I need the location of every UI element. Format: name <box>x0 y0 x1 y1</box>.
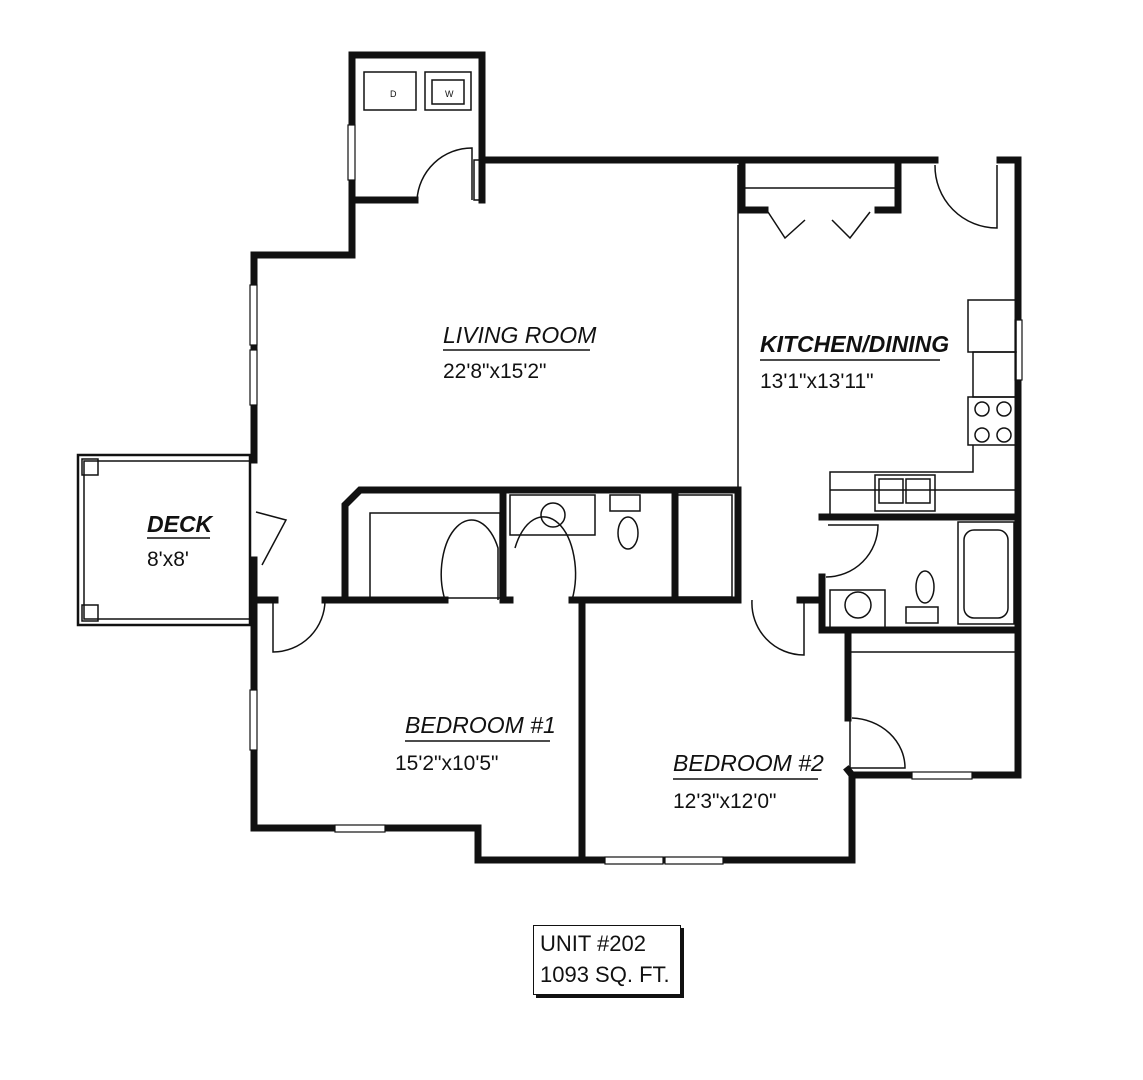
room-labels: LIVING ROOM 22'8"x15'2" KITCHEN/DINING 1… <box>147 322 949 813</box>
interior-walls <box>256 486 1022 864</box>
bedroom1-name: BEDROOM #1 <box>405 712 556 738</box>
bedroom2-size: 12'3"x12'0" <box>673 790 777 813</box>
kitchen-entry-door[interactable] <box>934 164 998 229</box>
bath1-door[interactable] <box>514 516 577 601</box>
unit-number: UNIT #202 <box>540 931 646 956</box>
deck <box>76 453 252 627</box>
closet1-door[interactable] <box>440 519 499 601</box>
living-room-size: 22'8"x15'2" <box>443 360 547 383</box>
laundry-door[interactable] <box>416 147 473 201</box>
kitchen-name: KITCHEN/DINING <box>760 331 949 357</box>
living-room-name: LIVING ROOM <box>443 322 597 348</box>
doors <box>255 511 906 769</box>
laundry: D W <box>363 71 483 201</box>
deck-name: DECK <box>147 511 214 537</box>
bath2-door[interactable] <box>825 524 879 578</box>
windows <box>249 124 1023 865</box>
bedroom1-door[interactable] <box>272 599 326 653</box>
closet2-door[interactable] <box>850 717 906 769</box>
exterior-walls <box>250 51 1022 864</box>
kitchen-fixtures <box>737 161 1017 517</box>
bedroom2-name: BEDROOM #2 <box>673 750 824 776</box>
deck-door[interactable] <box>255 511 288 566</box>
dryer-label: D <box>390 89 397 99</box>
bedroom2-door[interactable] <box>751 599 805 656</box>
bath-fixtures <box>369 494 1015 770</box>
kitchen-size: 13'1"x13'11" <box>760 370 874 393</box>
bedroom1-size: 15'2"x10'5" <box>395 752 499 775</box>
deck-size: 8'x8' <box>147 548 189 571</box>
washer-label: W <box>445 89 454 99</box>
unit-info-box: UNIT #202 1093 SQ. FT. <box>533 925 681 995</box>
unit-area: 1093 SQ. FT. <box>540 962 670 987</box>
